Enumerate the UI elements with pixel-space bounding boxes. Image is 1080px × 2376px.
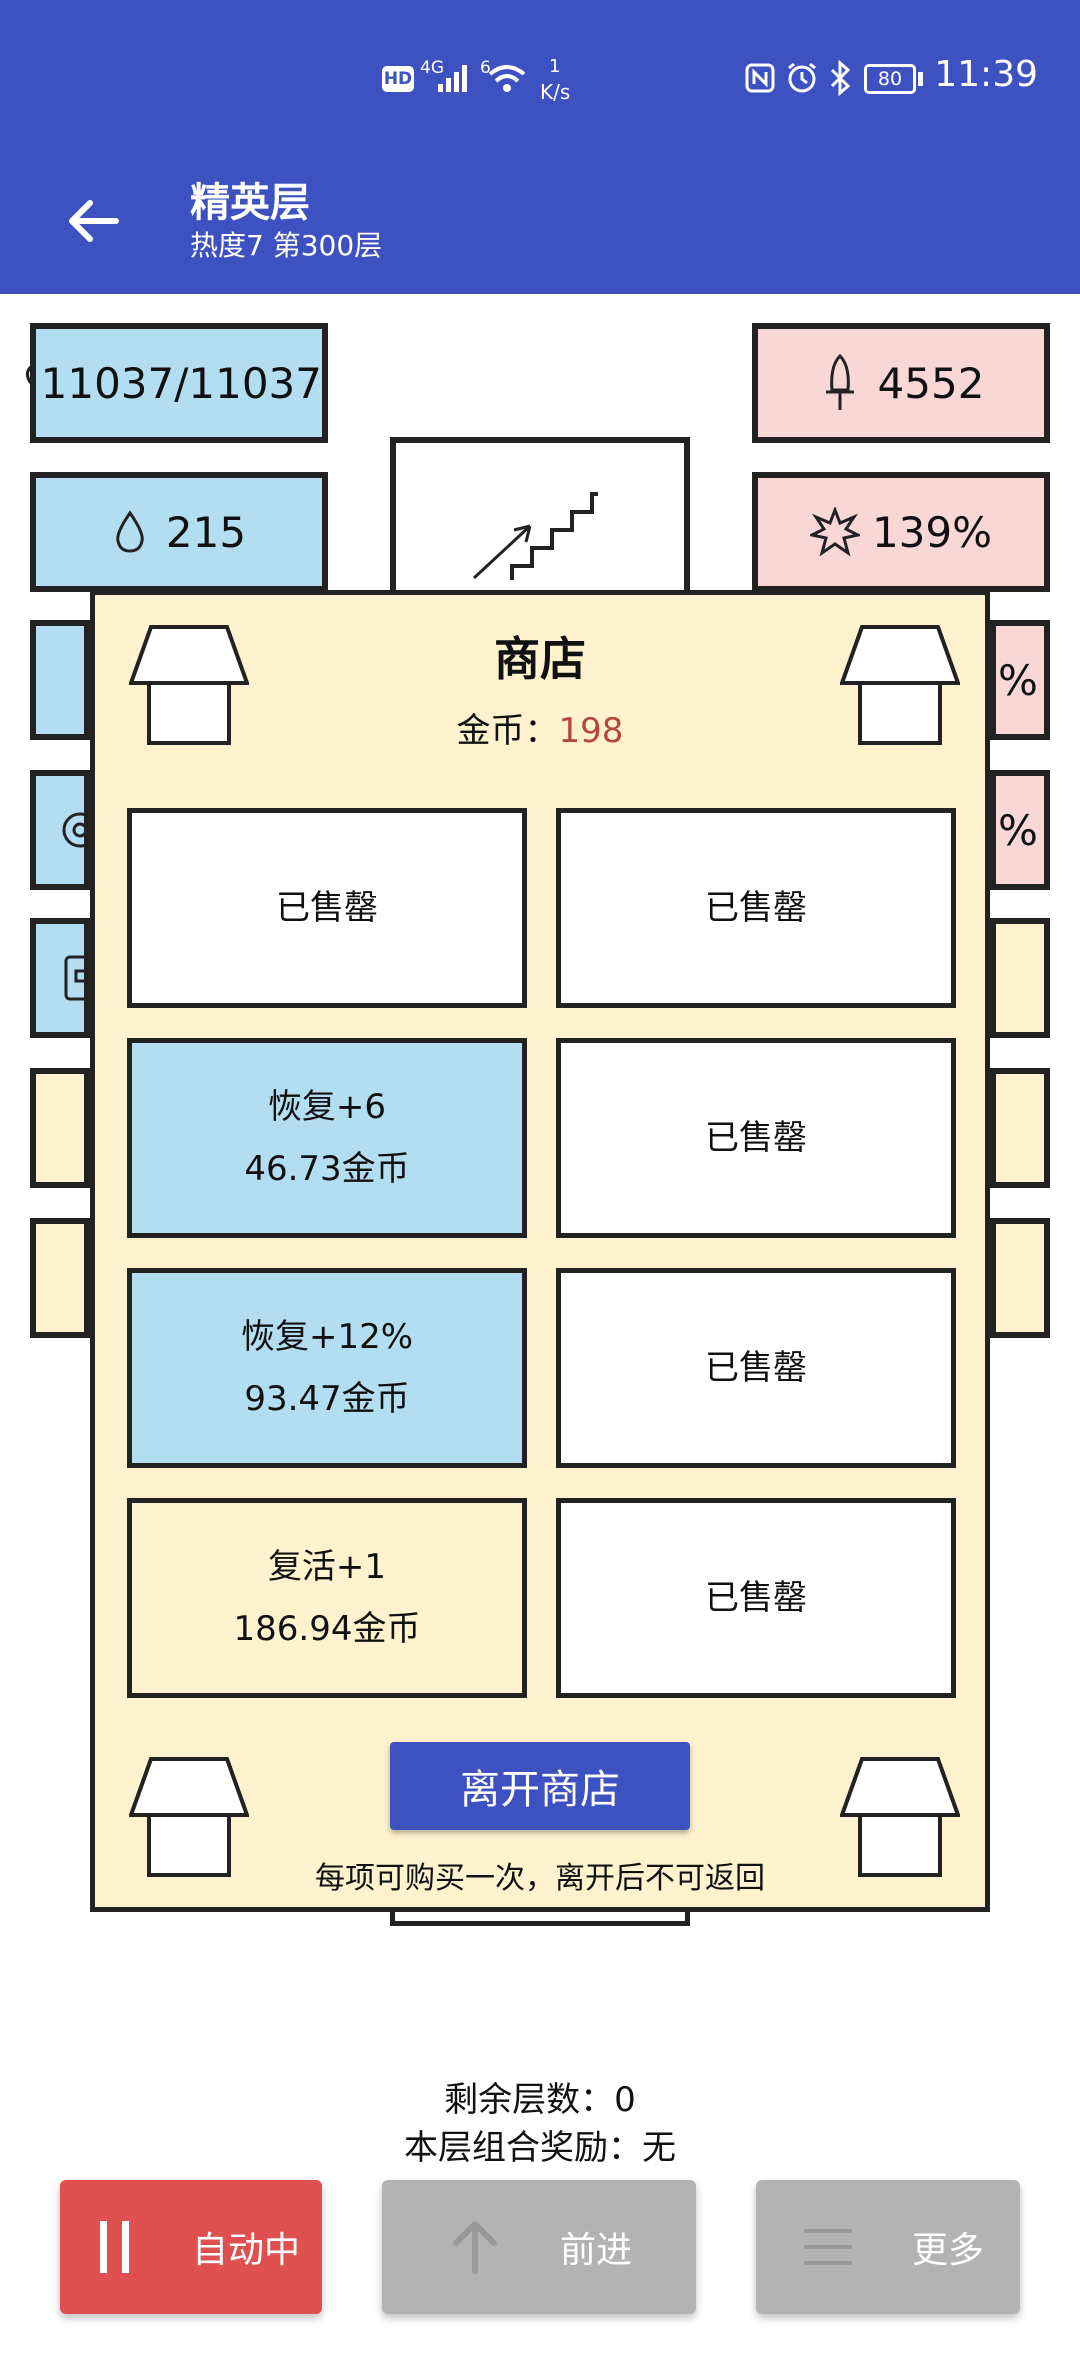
nfc-icon <box>745 63 775 93</box>
shop-item-label: 复活+1 <box>267 1547 387 1587</box>
page-subtitle: 热度7 第300层 <box>190 229 383 262</box>
auto-button[interactable]: 自动中 <box>60 2180 322 2314</box>
shop-item-4[interactable]: 已售罄 <box>556 1038 956 1238</box>
shop-item-2[interactable]: 已售罄 <box>556 808 956 1008</box>
arrow-up-icon <box>453 2221 497 2274</box>
stat-right-3-suffix: % <box>998 655 1038 705</box>
more-button[interactable]: 更多 <box>756 2180 1020 2314</box>
shop-item-6[interactable]: 已售罄 <box>556 1268 956 1468</box>
stat-tile-right-4: % <box>990 770 1050 890</box>
stat-tile-left-3 <box>30 620 90 740</box>
drop-icon <box>116 510 144 553</box>
stat-tile-right-3: % <box>990 620 1050 740</box>
house-icon-bottom-left <box>129 1757 249 1877</box>
gold-value: 198 <box>558 711 624 751</box>
menu-icon <box>804 2229 852 2265</box>
page-title: 精英层 <box>190 180 310 226</box>
shop-item-label: 已售罄 <box>705 1348 807 1388</box>
shop-item-price: 93.47金币 <box>244 1379 410 1419</box>
mana-stat: 215 <box>30 472 328 592</box>
tile-left-6 <box>30 1068 90 1188</box>
stairs-tile[interactable] <box>390 437 690 617</box>
crit-stat: 139% <box>752 472 1050 592</box>
hp-value: 11037/11037 <box>40 358 322 408</box>
alarm-icon <box>788 62 816 93</box>
battery-icon: 80 <box>864 64 916 94</box>
sword-icon <box>825 354 854 410</box>
shop-item-price: 46.73金币 <box>244 1149 410 1189</box>
pause-icon <box>100 2221 129 2273</box>
shop-title: 商店 <box>494 632 586 686</box>
back-button[interactable] <box>56 185 128 257</box>
hd-icon: HD <box>382 66 414 92</box>
shop-item-7[interactable]: 复活+1 186.94金币 <box>127 1498 527 1698</box>
attack-value: 4552 <box>877 358 985 408</box>
combo-reward: 本层组合奖励：无 <box>404 2128 676 2168</box>
house-icon-top-right <box>840 625 960 745</box>
house-icon-top-left <box>129 625 249 745</box>
back-arrow-icon <box>69 200 119 242</box>
network-4g-label: 4G <box>420 58 444 78</box>
shop-item-label: 已售罄 <box>705 1578 807 1618</box>
battery-tip <box>918 72 923 86</box>
heart-icon <box>25 364 33 387</box>
forward-label: 前进 <box>560 2230 633 2271</box>
more-label: 更多 <box>912 2230 985 2271</box>
crit-value: 139% <box>871 507 993 557</box>
shop-item-5[interactable]: 恢复+12% 93.47金币 <box>127 1268 527 1468</box>
shop-item-1[interactable]: 已售罄 <box>127 808 527 1008</box>
stat-tile-left-4 <box>30 770 90 890</box>
signal-icon <box>438 65 467 92</box>
tile-right-7 <box>990 1218 1050 1338</box>
shop-item-label: 已售罄 <box>276 888 378 928</box>
bluetooth-icon <box>830 60 851 96</box>
shop-item-3[interactable]: 恢复+6 46.73金币 <box>127 1038 527 1238</box>
shop-item-label: 恢复+6 <box>267 1087 387 1127</box>
shop-item-label: 已售罄 <box>705 1118 807 1158</box>
shop-item-price: 186.94金币 <box>233 1609 421 1649</box>
network-6-label: 6 <box>480 58 491 78</box>
status-bar: HD 4G 6 1 K/s 80 11:39 <box>0 0 1080 160</box>
remaining-floors: 剩余层数：0 <box>444 2080 636 2120</box>
hp-stat: 11037/11037 <box>25 323 328 443</box>
forward-button[interactable]: 前进 <box>382 2180 696 2314</box>
shop-gold: 金币：198 <box>95 703 985 752</box>
tile-left-7 <box>30 1218 90 1338</box>
tile-right-6 <box>990 1068 1050 1188</box>
wifi-icon <box>488 65 526 92</box>
app-bar <box>0 160 1080 294</box>
stat-right-4-suffix: % <box>998 805 1038 855</box>
tile-right-5 <box>990 918 1050 1038</box>
disc-icon <box>62 812 84 848</box>
speed-unit: K/s <box>540 80 571 104</box>
shop-item-label: 已售罄 <box>705 888 807 928</box>
attack-stat: 4552 <box>752 323 1050 443</box>
shop-item-label: 恢复+12% <box>240 1317 414 1357</box>
gold-label: 金币： <box>456 711 559 751</box>
shop-note: 每项可购买一次，离开后不可返回 <box>315 1861 765 1896</box>
stairs-icon <box>472 492 598 580</box>
chest-icon <box>64 955 84 1001</box>
stat-tile-left-5 <box>30 918 90 1038</box>
auto-label: 自动中 <box>192 2230 301 2271</box>
house-icon-bottom-right <box>840 1757 960 1877</box>
burst-icon <box>809 507 860 557</box>
speed-value: 1 <box>549 56 561 77</box>
shop-panel: 商店 金币：198 已售罄 已售罄 恢复+6 46.73金币 已售罄 恢复+12… <box>90 590 990 1912</box>
leave-shop-button[interactable]: 离开商店 <box>390 1742 690 1830</box>
clock: 11:39 <box>934 54 1038 95</box>
shop-item-8[interactable]: 已售罄 <box>556 1498 956 1698</box>
mana-value: 215 <box>165 507 247 557</box>
